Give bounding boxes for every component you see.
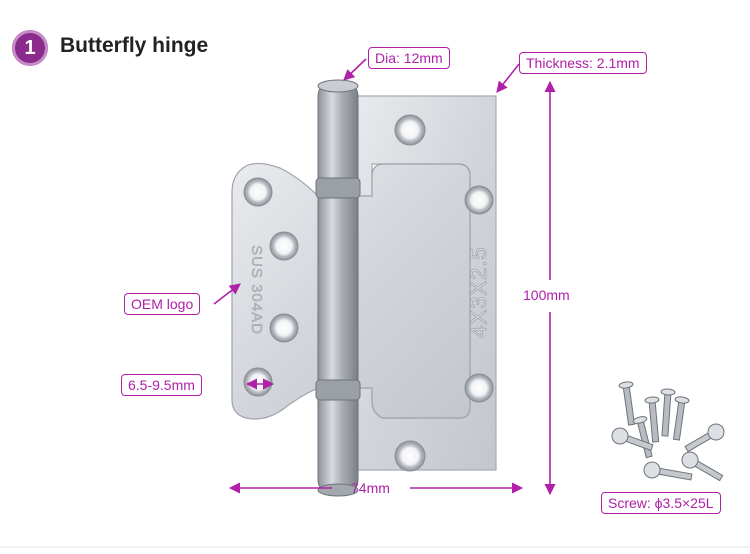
stamp-text: SUS 304AD xyxy=(248,245,265,335)
thickness-pointer xyxy=(496,63,520,93)
section-title: Butterfly hinge xyxy=(60,34,209,57)
screw-holes-leaf xyxy=(394,114,494,472)
screw-label: Screw: ϕ3.5×25L xyxy=(601,492,721,514)
screw-hole xyxy=(464,373,494,403)
screw-hole xyxy=(464,185,494,215)
screw-hole xyxy=(243,367,273,397)
width-label: 74mm xyxy=(351,480,390,496)
knuckle-cap xyxy=(317,483,359,497)
screw-hole xyxy=(243,177,273,207)
screws-illustration xyxy=(611,381,725,482)
screw-hole xyxy=(269,313,299,343)
size-text: 4X3X2.5 xyxy=(466,246,491,337)
knuckle-cap xyxy=(317,79,359,93)
badge-number: 1 xyxy=(24,37,36,59)
hinge-knuckle xyxy=(317,81,359,495)
screw-hole xyxy=(269,231,299,261)
thickness-label: Thickness: 2.1mm xyxy=(519,52,647,74)
oem-logo-label: OEM logo xyxy=(124,293,201,315)
screw-hole xyxy=(394,114,426,146)
screw-hole xyxy=(394,440,426,472)
height-label: 100mm xyxy=(523,287,570,303)
knuckle-seam xyxy=(315,379,361,401)
diameter-label: Dia: 12mm xyxy=(368,47,450,69)
dia-pointer xyxy=(343,58,367,81)
hole-size-label: 6.5-9.5mm xyxy=(121,374,202,396)
knuckle-seam xyxy=(315,177,361,199)
badge-circle xyxy=(12,30,48,66)
oem-pointer xyxy=(213,283,241,305)
